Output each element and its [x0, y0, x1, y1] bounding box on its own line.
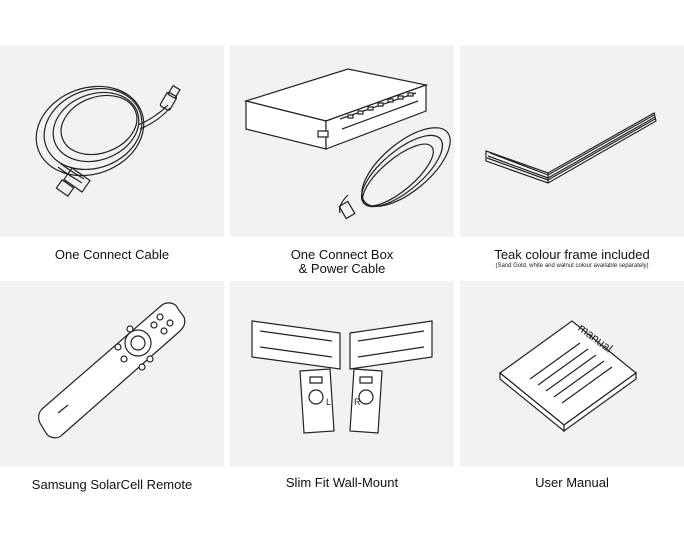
tile-wall-mount: L R Slim Fit Wall-Mount [230, 281, 454, 490]
user-manual-icon: manual [460, 281, 684, 467]
solarcell-remote-icon [0, 281, 224, 467]
caption-teak-frame-note: (Sand Gold, white and walnut colour avai… [495, 263, 649, 269]
bracket-right-label: R [354, 397, 361, 407]
caption-one-connect-box-line1: One Connect Box [290, 247, 394, 262]
bracket-left-label: L [326, 397, 331, 407]
caption-solarcell-remote: Samsung SolarCell Remote [31, 477, 193, 492]
tile-one-connect-cable: One Connect Cable [0, 45, 224, 262]
tile-solarcell-remote: Samsung SolarCell Remote [0, 281, 224, 492]
caption-user-manual: User Manual [535, 475, 609, 490]
caption-teak-frame: Teak colour frame included [494, 247, 650, 262]
one-connect-cable-icon [0, 45, 224, 237]
caption-one-connect-cable: One Connect Cable [54, 247, 170, 262]
tile-teak-frame: Teak colour frame included (Sand Gold, w… [460, 45, 684, 269]
tile-one-connect-box: One Connect Box & Power Cable [230, 45, 454, 276]
caption-one-connect-box-line2: & Power Cable [298, 261, 386, 276]
tile-user-manual: manual User Manual [460, 281, 684, 490]
one-connect-box-icon [230, 45, 454, 237]
teak-frame-icon [460, 45, 684, 237]
wall-mount-icon: L R [230, 281, 454, 467]
caption-wall-mount: Slim Fit Wall-Mount [285, 475, 399, 490]
